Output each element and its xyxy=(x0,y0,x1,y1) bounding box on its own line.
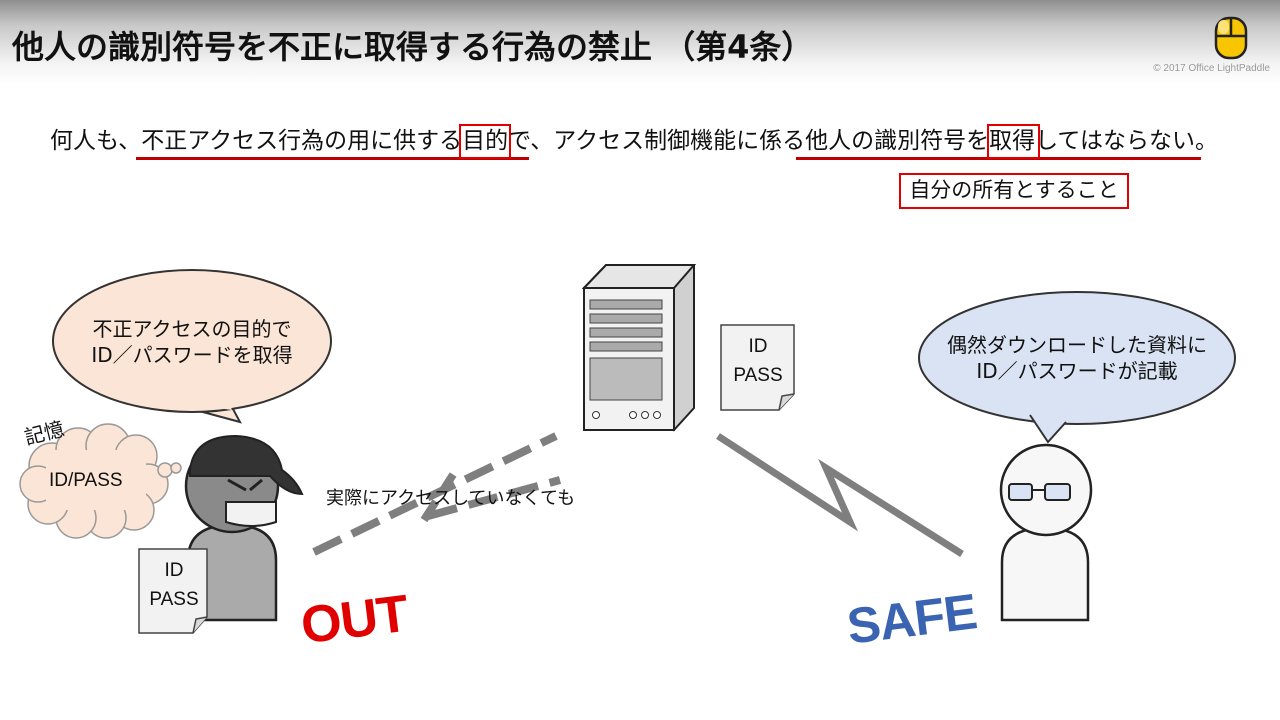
page-title: 他人の識別符号を不正に取得する行為の禁止 （第4条） xyxy=(12,28,814,66)
thought-text: ID/PASS xyxy=(49,470,123,491)
download-line xyxy=(716,433,964,557)
right-speech-line-1: 偶然ダウンロードした資料に xyxy=(947,333,1207,357)
server-paper-line-1: ID xyxy=(748,336,768,357)
copyright-text: © 2017 Office LightPaddle xyxy=(1153,63,1270,74)
right-speech-line-2: ID／パスワードが記載 xyxy=(976,359,1178,383)
thought-cloud-fill xyxy=(46,450,146,510)
highlight-box-purpose xyxy=(459,124,511,159)
underline-purpose xyxy=(136,157,529,160)
access-note: 実際にアクセスしていなくても xyxy=(326,488,576,509)
safe-person-figure xyxy=(999,443,1093,622)
server-paper-line-2: PASS xyxy=(733,365,783,386)
right-speech-bubble xyxy=(918,291,1236,444)
highlight-box-obtain xyxy=(987,124,1040,159)
hacker-figure xyxy=(184,434,304,622)
left-speech-line-2: ID／パスワードを取得 xyxy=(91,343,293,367)
left-paper-line-2: PASS xyxy=(149,589,199,610)
left-credential-paper-icon xyxy=(138,548,208,634)
rule-sentence: 何人も、不正アクセス行為の用に供する目的で、アクセス制御機能に係る他人の識別符号… xyxy=(50,128,1218,154)
header-bar xyxy=(0,0,1280,84)
left-speech-line-1: 不正アクセスの目的で xyxy=(92,317,292,341)
left-speech-bubble xyxy=(52,269,332,424)
definition-note: 自分の所有とすること xyxy=(899,173,1129,209)
server-credential-paper-icon xyxy=(720,324,795,411)
dashed-access-line xyxy=(312,432,562,556)
server-icon xyxy=(581,264,697,432)
mouse-icon xyxy=(1214,16,1248,60)
left-paper-line-1: ID xyxy=(164,560,184,581)
